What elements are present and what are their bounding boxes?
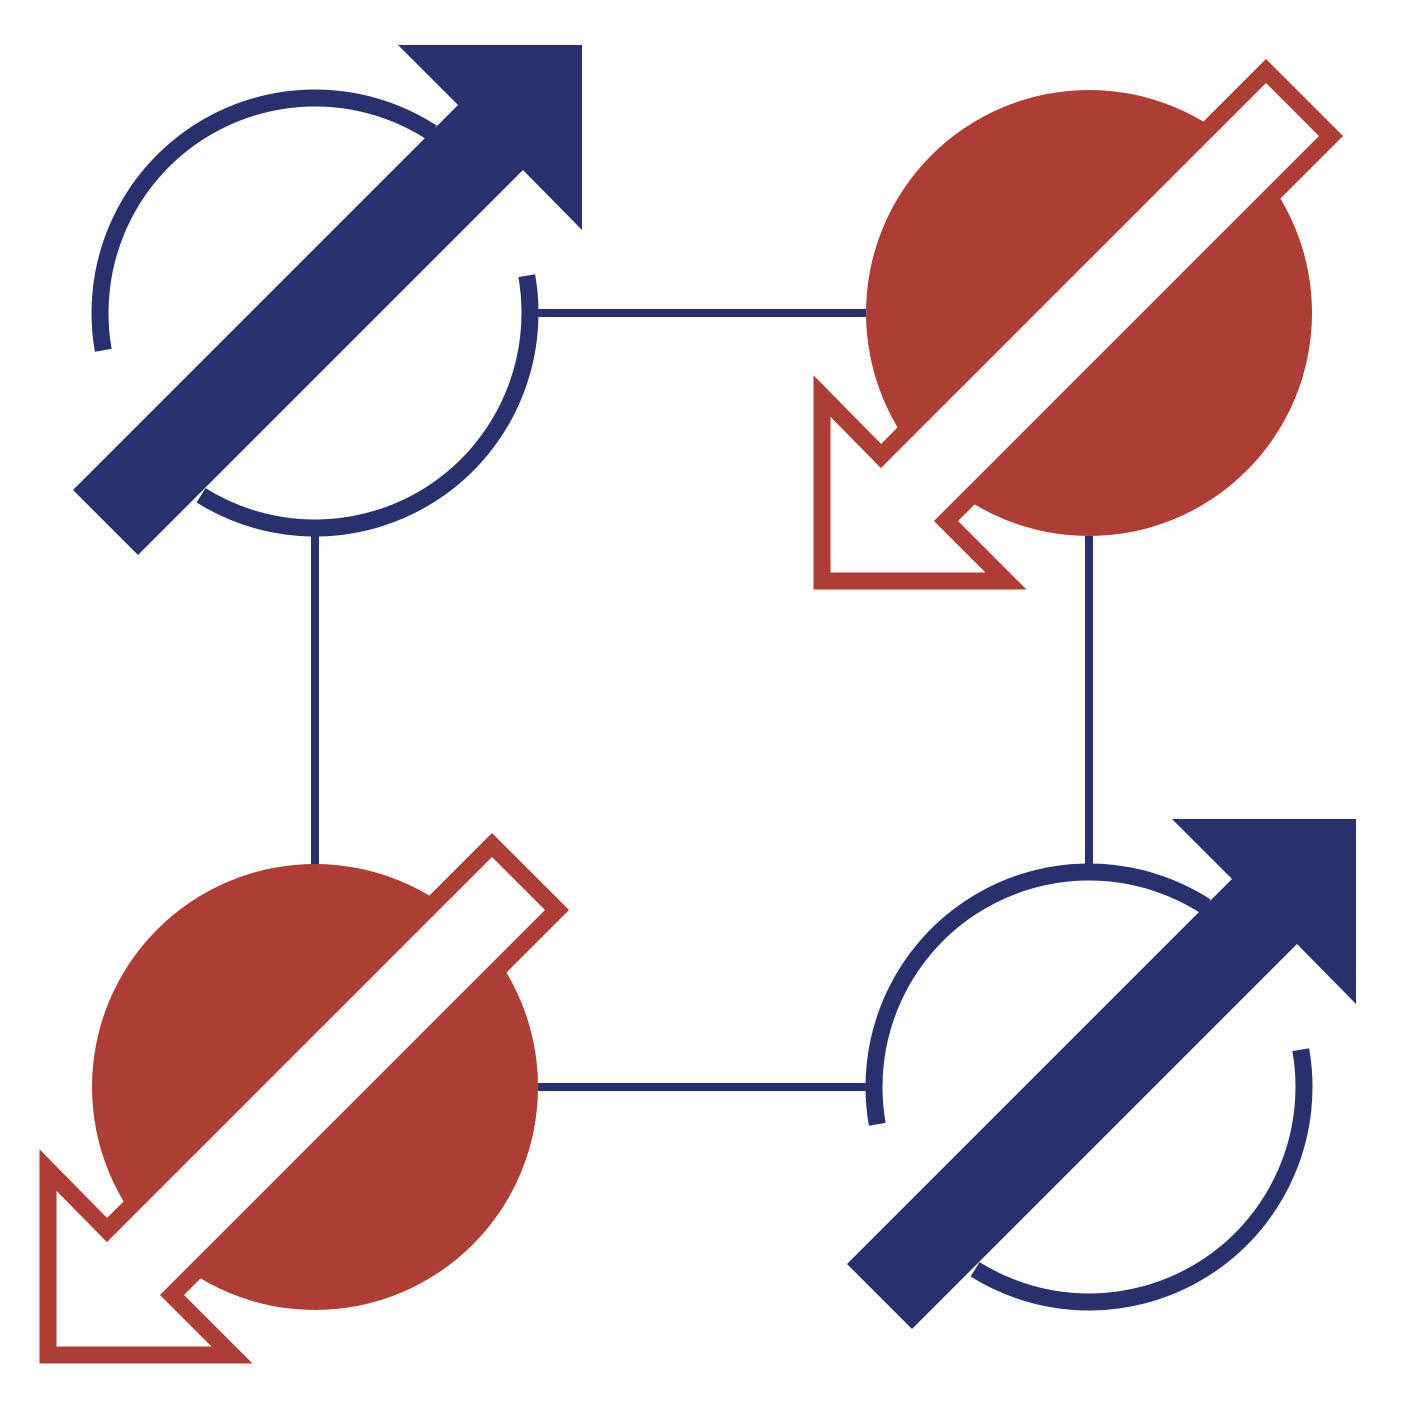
ring-arc <box>970 1048 1313 1311</box>
connectors <box>311 309 1093 1091</box>
node-bottom-left <box>39 832 570 1364</box>
ring-arc <box>865 863 1211 1126</box>
red-arrow-icon <box>813 58 1344 590</box>
blue-arrow-icon <box>73 45 582 555</box>
nodes <box>39 45 1356 1364</box>
node-bottom-right <box>847 819 1356 1329</box>
red-arrow-icon <box>39 832 570 1364</box>
blue-arrow-icon <box>847 819 1356 1329</box>
node-top-left <box>73 45 582 555</box>
ring-arc <box>196 274 539 537</box>
ring-arc <box>91 89 437 352</box>
node-top-right <box>813 58 1344 590</box>
